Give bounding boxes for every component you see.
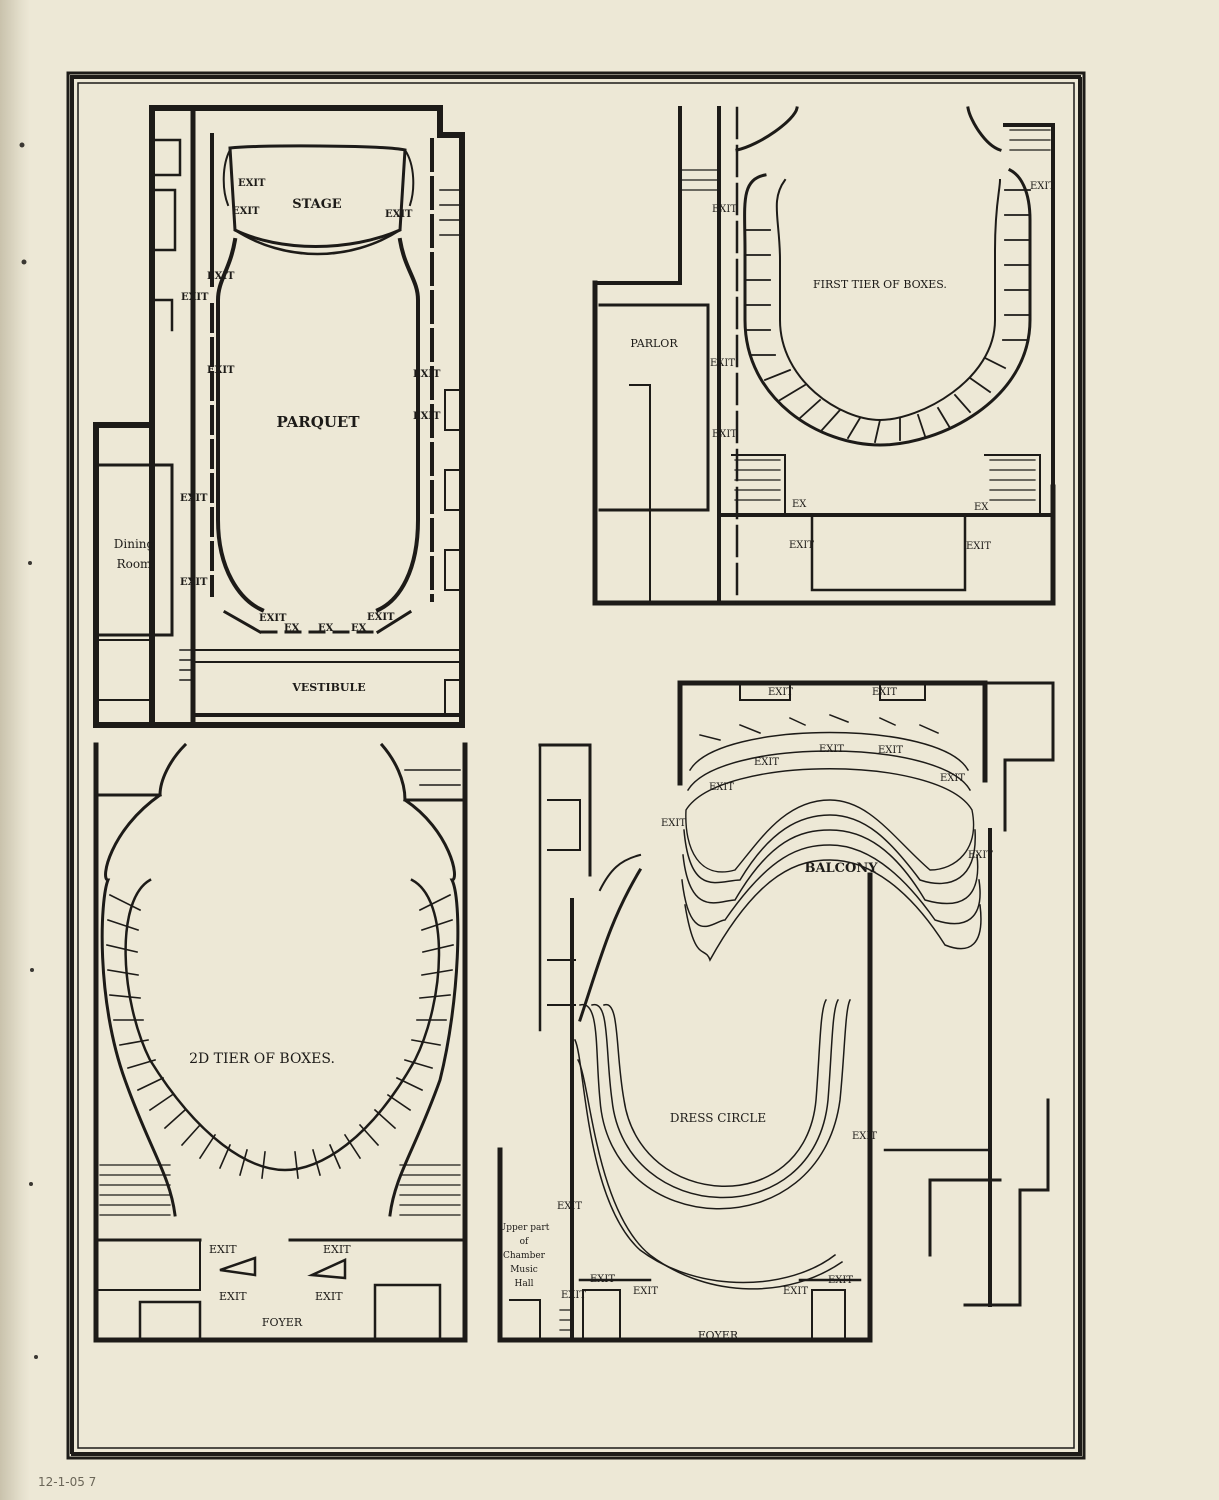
first-tier-plan bbox=[592, 106, 1056, 606]
first-tier-box-partitions bbox=[744, 189, 1031, 444]
exit-label: EXIT bbox=[828, 1275, 853, 1286]
first-tier-title: FIRST TIER OF BOXES. bbox=[813, 278, 947, 291]
second-tier-title: 2D TIER OF BOXES. bbox=[189, 1051, 335, 1067]
dress-circle-label: DRESS CIRCLE bbox=[670, 1111, 766, 1125]
exit-label: EXIT bbox=[238, 178, 266, 189]
exit-label: EXIT bbox=[852, 1131, 877, 1142]
exit-label: EXIT bbox=[367, 612, 395, 623]
chamber-hall-line: Upper part bbox=[499, 1223, 550, 1233]
chamber-hall-line: Chamber bbox=[503, 1251, 546, 1261]
handwritten-date: 12-1-05 7 bbox=[38, 1475, 96, 1489]
first-tier-exit-labels: EXIT EXIT EXIT EXIT EXIT EXIT EX EX bbox=[710, 181, 1055, 552]
exit-label: EXIT bbox=[709, 782, 734, 793]
ex-label: EX bbox=[974, 502, 989, 513]
binding-holes bbox=[19, 142, 38, 1359]
stage-label: STAGE bbox=[292, 197, 342, 212]
exit-label: EXIT bbox=[712, 204, 737, 215]
ex-label: EX bbox=[318, 623, 334, 634]
exit-label: EXIT bbox=[207, 271, 235, 282]
exit-label: EXIT bbox=[561, 1290, 586, 1301]
exit-label: EXIT bbox=[633, 1286, 658, 1297]
exit-label: EXIT bbox=[768, 687, 793, 698]
exit-label: EXIT bbox=[966, 541, 991, 552]
exit-label: EXIT bbox=[315, 1290, 343, 1303]
ex-label: EX bbox=[351, 623, 367, 634]
parlor-label: PARLOR bbox=[630, 337, 678, 350]
exit-label: EXIT bbox=[219, 1290, 247, 1303]
parquet-label: PARQUET bbox=[276, 413, 360, 431]
exit-label: EXIT bbox=[940, 773, 965, 784]
dining-room-label-2: Room bbox=[117, 557, 152, 571]
exit-label: EXIT bbox=[385, 209, 413, 220]
binding-spine bbox=[0, 0, 30, 1500]
dining-room-label-1: Dining bbox=[114, 537, 155, 551]
hatched-border bbox=[70, 75, 1082, 1456]
balcony-seat-rows bbox=[681, 714, 982, 962]
balcony-plan bbox=[497, 680, 1055, 1343]
exit-label: EXIT bbox=[710, 358, 735, 369]
outer-border bbox=[66, 71, 1086, 1460]
exit-label: EXIT bbox=[413, 411, 441, 422]
parquet-plan bbox=[93, 105, 465, 728]
chamber-music-hall-label: Upper part of Chamber Music Hall bbox=[499, 1223, 550, 1289]
chamber-hall-line: of bbox=[520, 1237, 529, 1247]
exit-label: EXIT bbox=[819, 744, 844, 755]
chamber-hall-line: Hall bbox=[515, 1279, 534, 1289]
exit-label: EXIT bbox=[259, 613, 287, 624]
dress-circle-seat-rows bbox=[573, 998, 852, 1290]
ex-label: EX bbox=[284, 623, 300, 634]
exit-label: EXIT bbox=[413, 369, 441, 380]
second-tier-plan bbox=[93, 742, 468, 1343]
exit-label: EXIT bbox=[754, 757, 779, 768]
exit-label: EXIT bbox=[180, 577, 208, 588]
ex-label: EX bbox=[792, 499, 807, 510]
exit-label: EXIT bbox=[232, 206, 260, 217]
exit-label: EXIT bbox=[209, 1243, 237, 1256]
exit-label: EXIT bbox=[712, 429, 737, 440]
exit-label: EXIT bbox=[180, 493, 208, 504]
vestibule-label: VESTIBULE bbox=[291, 681, 365, 694]
exit-label: EXIT bbox=[783, 1286, 808, 1297]
exit-label: EXIT bbox=[968, 850, 993, 861]
exit-label: EXIT bbox=[1030, 181, 1055, 192]
second-tier-exit-labels: EXIT EXIT EXIT EXIT bbox=[209, 1243, 351, 1303]
exit-label: EXIT bbox=[207, 365, 235, 376]
dress-circle-foyer-label: FOYER bbox=[698, 1329, 739, 1342]
balcony-exit-labels: EXIT EXIT EXIT EXIT EXIT EXIT EXIT EXIT … bbox=[557, 687, 993, 1301]
exit-label: EXIT bbox=[181, 292, 209, 303]
exit-label: EXIT bbox=[323, 1243, 351, 1256]
second-tier-box-partitions bbox=[106, 893, 454, 1179]
second-tier-foyer-label: FOYER bbox=[262, 1316, 303, 1329]
chamber-hall-line: Music bbox=[510, 1265, 538, 1275]
exit-label: EXIT bbox=[557, 1201, 582, 1212]
exit-label: EXIT bbox=[878, 745, 903, 756]
exit-label: EXIT bbox=[661, 818, 686, 829]
exit-label: EXIT bbox=[590, 1274, 615, 1285]
balcony-label: BALCONY bbox=[804, 861, 878, 876]
inner-border bbox=[77, 82, 1075, 1449]
parquet-exit-labels: EXIT EXIT EXIT EXIT EXIT EXIT EXIT EXIT … bbox=[180, 178, 441, 634]
exit-label: EXIT bbox=[789, 540, 814, 551]
exit-label: EXIT bbox=[872, 687, 897, 698]
